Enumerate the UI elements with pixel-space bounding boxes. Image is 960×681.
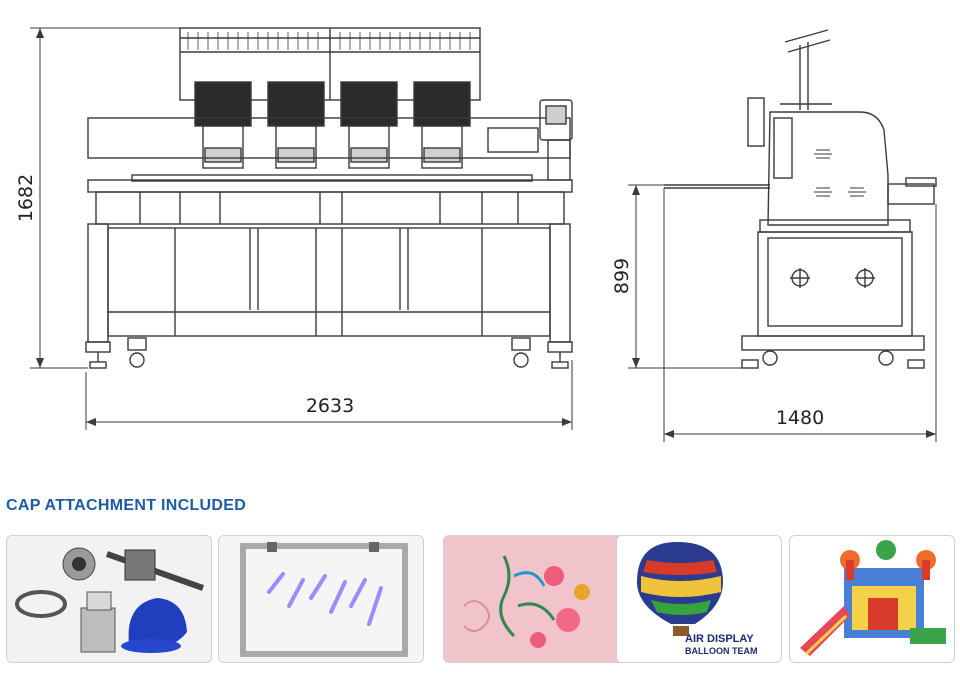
embroidery-heads [194,81,471,169]
technical-drawing: 1682 2633 899 1480 [15,27,937,442]
dimension-lines [30,27,937,442]
embroidery-frame-photo [218,535,424,663]
hot-air-balloon-photo: AIR DISPLAY BALLOON TEAM [616,535,782,663]
side-view [664,29,937,369]
balloon-text-line2: BALLOON TEAM [685,646,758,656]
cap-attachment-title: CAP ATTACHMENT INCLUDED [6,497,247,514]
dim-depth: 1480 [776,407,824,429]
balloon-text-line1: AIR DISPLAY [685,633,754,645]
floral-embroidery-photo [443,535,649,663]
front-view [85,27,573,369]
dim-table-height: 899 [611,258,633,294]
dim-total-width: 2633 [306,395,354,417]
cap-attachment-photo [6,535,212,663]
bounce-castle-photo [789,535,955,663]
dim-total-height: 1682 [15,174,37,222]
